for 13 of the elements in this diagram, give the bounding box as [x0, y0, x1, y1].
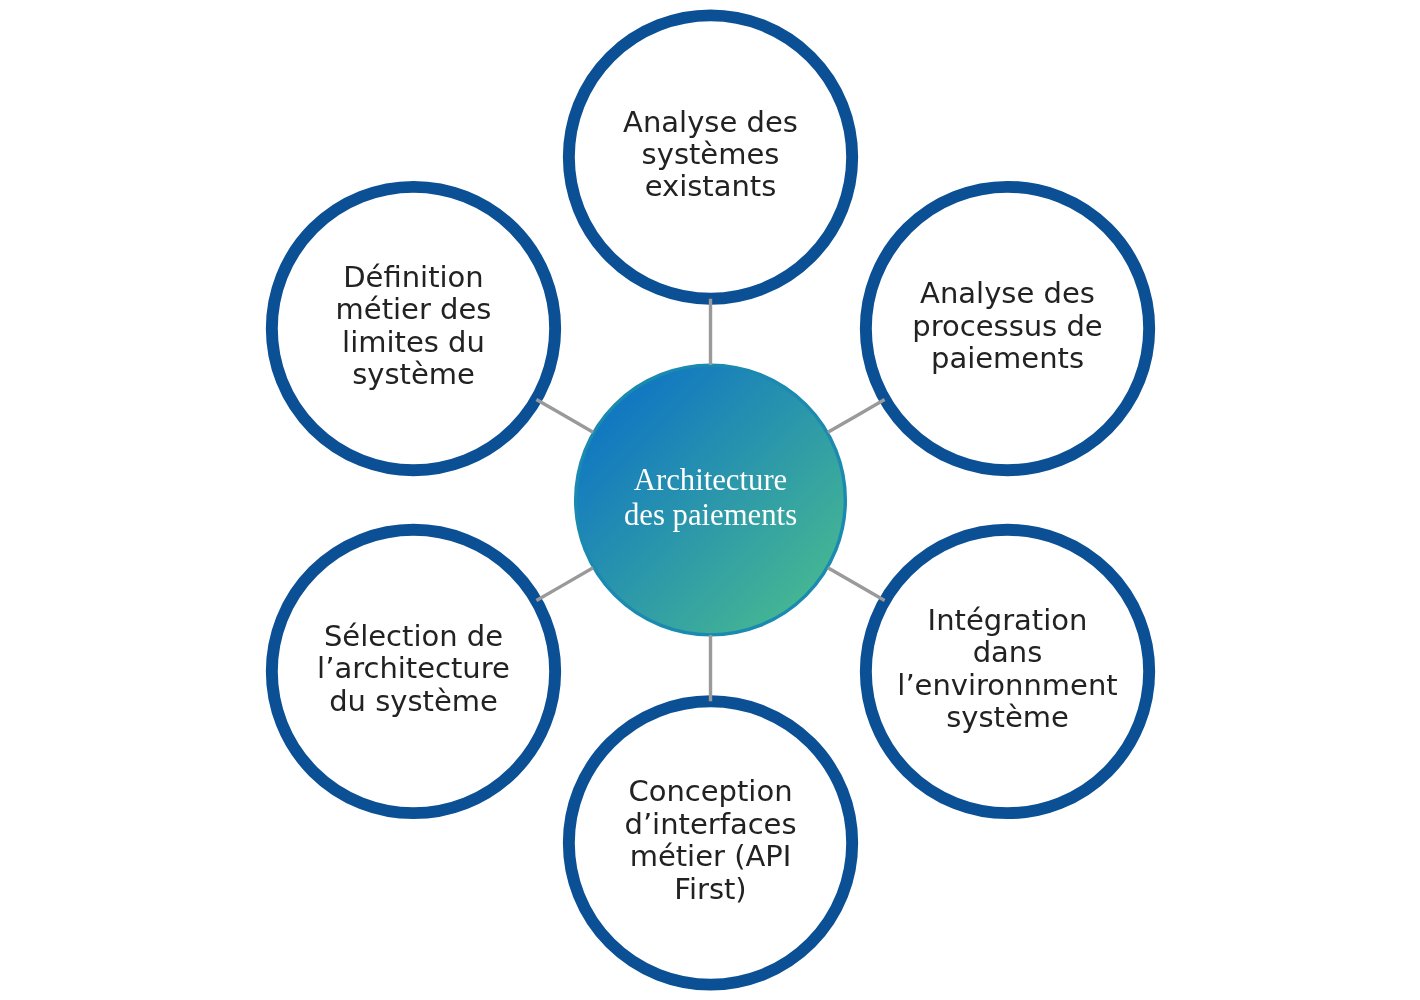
connector [535, 398, 594, 434]
connector [826, 398, 885, 434]
node-circle: Intégration dans l’environnment système [859, 523, 1155, 820]
node-circle: Conception d’interfaces métier (API First) [562, 695, 858, 991]
connector [826, 566, 885, 603]
node-circle: Analyse des systèmes existants [562, 9, 858, 305]
node-circle: Sélection de l’architecture du système [265, 523, 561, 820]
node-circle: Définition métier des limites du système [265, 180, 561, 477]
connector [708, 635, 712, 702]
connector [708, 298, 712, 365]
node-circle: Architecture des paiements [573, 363, 847, 637]
node-circle: Analyse des processus de paiements [859, 180, 1155, 477]
connector [535, 566, 594, 603]
